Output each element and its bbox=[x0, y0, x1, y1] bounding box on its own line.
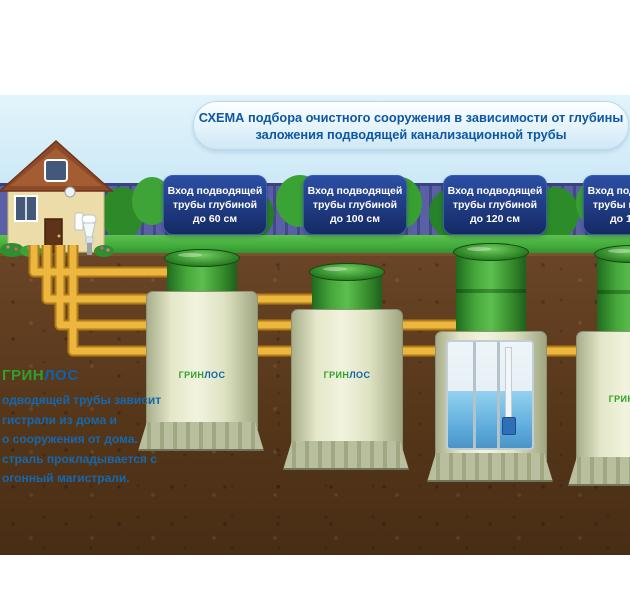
info-block: ГРИНЛОС одводящей трубы зависит гистрали… bbox=[2, 367, 162, 489]
house-illustration bbox=[0, 139, 114, 257]
title-line-1: СХЕМА подбора очистного сооружения в зав… bbox=[198, 109, 624, 125]
drain-pipe bbox=[87, 243, 92, 255]
toilet-illustration bbox=[74, 212, 97, 255]
callout-line: трубы глубиной bbox=[592, 199, 630, 211]
tank-3-cutaway bbox=[446, 340, 534, 450]
tank-3-partition bbox=[473, 342, 477, 448]
info-line: гистрали из дома и bbox=[2, 412, 117, 427]
callout-depth-140: Вход подводящей трубы глубиной до 140 см bbox=[583, 175, 630, 235]
brand-blue: ЛОС bbox=[349, 370, 371, 380]
brand-blue: ЛОС bbox=[204, 370, 226, 380]
brand-logo: ГРИНЛОС bbox=[2, 367, 162, 384]
tank-2-brand-label: ГРИНЛОС bbox=[292, 370, 402, 380]
callout-line: Вход подводящей bbox=[587, 185, 630, 197]
tank-3-lid bbox=[453, 243, 529, 261]
satellite-dish bbox=[64, 186, 76, 198]
title-banner: СХЕМА подбора очистного сооружения в зав… bbox=[193, 101, 629, 150]
tank-1-base-flange bbox=[138, 422, 264, 451]
tank-3-neck-ring bbox=[456, 289, 526, 293]
callout-line: Вход подводящей bbox=[307, 185, 403, 197]
house bbox=[0, 139, 114, 253]
pipe-depth-60 bbox=[30, 245, 180, 276]
info-line: одводящей трубы зависит bbox=[2, 393, 162, 407]
scene: ГРИНЛОС ГРИНЛОС bbox=[0, 95, 630, 555]
pipe-depth-120 bbox=[56, 245, 470, 329]
door bbox=[44, 218, 63, 253]
septic-tank-3 bbox=[427, 243, 553, 486]
pipe-depth-120-outline bbox=[54, 245, 470, 331]
tank-2-base-flange bbox=[283, 441, 409, 470]
title-line-2: заложения подводящей канализационной тру… bbox=[255, 126, 567, 142]
brand-green: ГРИН bbox=[608, 394, 630, 404]
flower-bushes bbox=[0, 243, 114, 257]
tank-4-body: ГРИНЛОС bbox=[576, 331, 630, 467]
tank-4-neck-ring bbox=[597, 290, 630, 294]
tank-1-body: ГРИНЛОС bbox=[146, 291, 258, 431]
tank-3-water bbox=[448, 390, 532, 448]
tank-3-partition bbox=[496, 342, 500, 448]
septic-tank-1: ГРИНЛОС bbox=[138, 249, 264, 457]
callout-line: трубы глубиной bbox=[172, 199, 258, 211]
tank-3-base-flange bbox=[427, 453, 553, 482]
tank-2-body: ГРИНЛОС bbox=[291, 309, 403, 451]
callout-depth-120: Вход подводящей трубы глубиной до 120 см bbox=[443, 175, 547, 235]
tank-1-neck bbox=[164, 249, 240, 293]
callout-line: Вход подводящей bbox=[447, 185, 543, 197]
callout-depth-value: до 120 см bbox=[469, 213, 521, 225]
pipe-depth-140 bbox=[69, 245, 605, 355]
info-line: огонный магистрали. bbox=[2, 471, 130, 485]
brand-green: ГРИН bbox=[2, 367, 45, 384]
tank-3-internal-riser bbox=[505, 347, 513, 421]
tank-1-brand-label: ГРИНЛОС bbox=[147, 370, 257, 380]
callout-depth-60: Вход подводящей трубы глубиной до 60 см bbox=[163, 175, 267, 235]
septic-tank-4: ГРИНЛОС bbox=[568, 245, 630, 488]
septic-tank-2: ГРИНЛОС bbox=[283, 263, 409, 481]
tank-1-lid bbox=[164, 249, 240, 267]
attic-window bbox=[44, 159, 68, 182]
tank-2-neck bbox=[309, 263, 385, 311]
callout-depth-100: Вход подводящей трубы глубиной до 100 см bbox=[303, 175, 407, 235]
tank-2-lid bbox=[309, 263, 385, 281]
callout-line: трубы глубиной bbox=[312, 199, 398, 211]
tank-4-neck bbox=[594, 245, 630, 333]
tank-4-base-flange bbox=[568, 457, 630, 486]
callout-line: трубы глубиной bbox=[452, 199, 538, 211]
callout-depth-value: до 100 см bbox=[329, 213, 381, 225]
callout-line: Вход подводящей bbox=[167, 185, 263, 197]
brand-blue: ЛОС bbox=[44, 367, 79, 384]
tank-3-pump bbox=[501, 417, 516, 436]
info-text: одводящей трубы зависит гистрали из дома… bbox=[2, 391, 162, 489]
info-line: страль прокладывается с bbox=[2, 451, 157, 466]
info-line: о сооружения от дома. bbox=[2, 432, 138, 446]
tank-4-brand-label: ГРИНЛОС bbox=[577, 394, 630, 404]
callout-depth-value: до 140 см bbox=[609, 213, 630, 225]
brand-green: ГРИН bbox=[178, 370, 205, 380]
tank-3-neck bbox=[453, 243, 529, 333]
brand-green: ГРИН bbox=[323, 370, 350, 380]
callout-depth-value: до 60 см bbox=[192, 213, 238, 225]
tank-3-body bbox=[435, 331, 547, 463]
